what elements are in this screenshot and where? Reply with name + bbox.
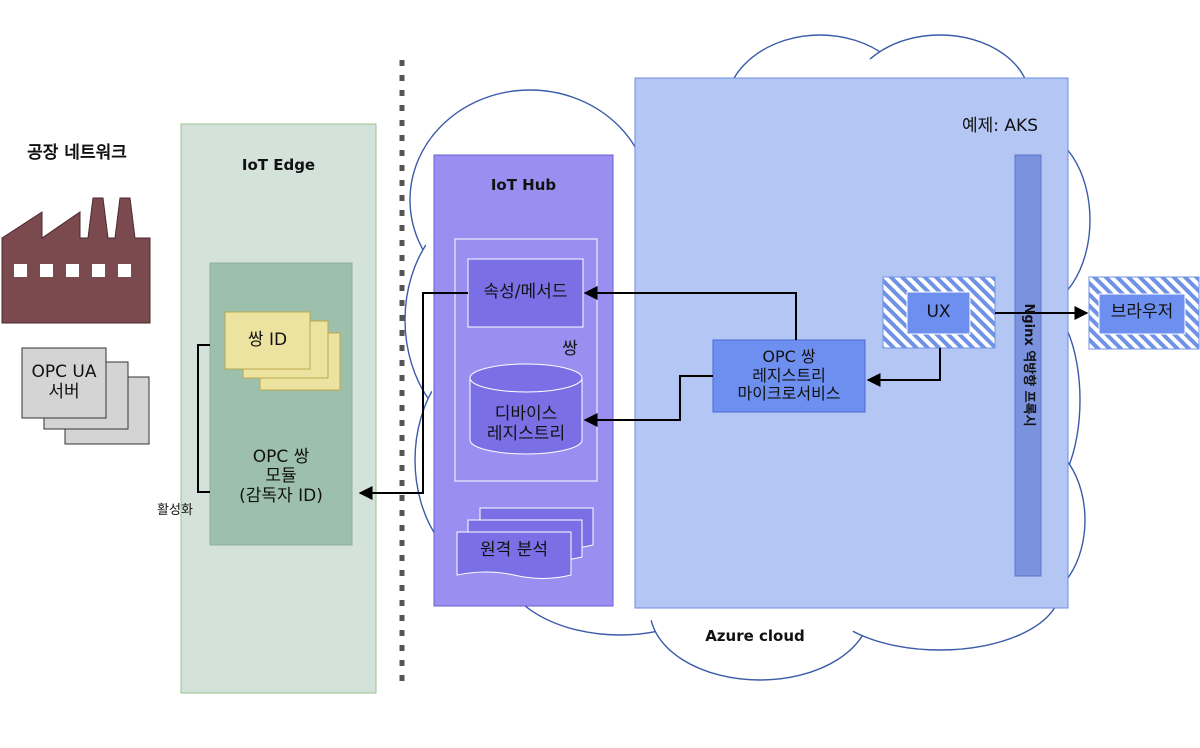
ux-label: UX xyxy=(926,302,951,323)
microservice-box xyxy=(712,339,866,413)
opc-ua-server-stack xyxy=(21,347,150,445)
properties-methods-label: 속성/메서드 xyxy=(483,282,568,303)
properties-methods-box xyxy=(467,258,584,328)
browser-box xyxy=(1098,293,1186,335)
ux-box xyxy=(906,291,971,335)
telemetry-doc-stack xyxy=(456,507,594,579)
iot-hub-title: IoT Hub xyxy=(490,176,557,195)
connector-microservice-to-registry xyxy=(583,375,713,427)
telemetry-label: 원격 분석 xyxy=(480,540,548,561)
activate-bracket xyxy=(197,344,210,493)
twin-id-label: 쌍 ID xyxy=(247,330,288,351)
device-registry-cylinder xyxy=(469,363,583,455)
factory-icon xyxy=(1,197,151,324)
activate-label: 활성화 xyxy=(157,502,193,518)
opc-ua-server-label: OPC UA 서버 xyxy=(31,362,97,402)
connector-ux-to-microservice xyxy=(866,348,941,387)
device-registry-label: 디바이스 레지스트리 xyxy=(486,404,566,444)
aks-title: 예제: AKS xyxy=(962,116,1038,137)
nginx-proxy-bar xyxy=(1014,154,1042,577)
azure-cloud-label: Azure cloud xyxy=(705,627,805,646)
twin-label: 쌍 xyxy=(562,339,578,360)
iot-edge-title: IoT Edge xyxy=(241,156,316,175)
connectors xyxy=(358,286,1089,500)
connector-properties-to-module xyxy=(358,292,468,500)
microservice-label: OPC 쌍 레지스트리 마이크로서비스 xyxy=(737,347,841,404)
connector-microservice-to-properties xyxy=(583,286,797,340)
nginx-proxy-label: Nginx 역방향 프록시 xyxy=(1021,303,1037,427)
twin-id-stack xyxy=(224,311,341,391)
factory-network-title: 공장 네트워크 xyxy=(27,143,127,164)
opc-twin-module-box xyxy=(209,262,353,546)
browser-label: 브라우저 xyxy=(1110,302,1174,323)
opc-twin-module-label: OPC 쌍 모듈 (감독자 ID) xyxy=(239,446,323,506)
